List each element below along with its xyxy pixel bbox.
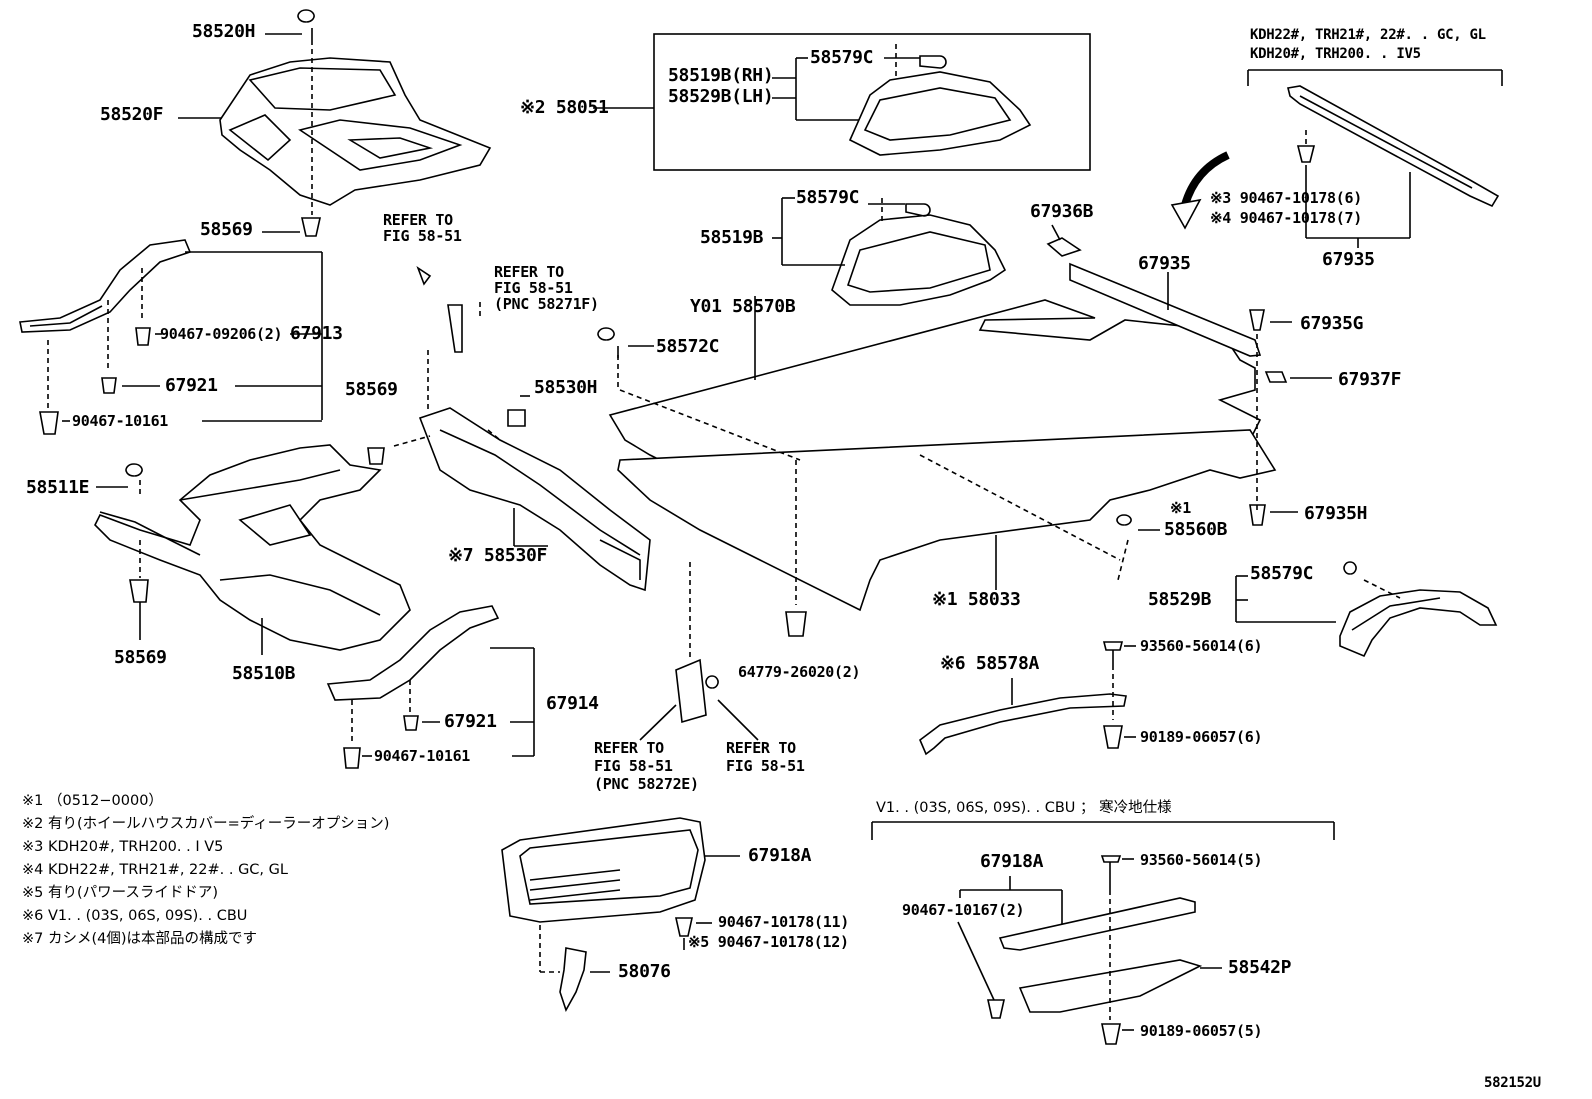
note-6: ※6 V1. . (03S, 06S, 09S). . CBU xyxy=(22,908,248,924)
refer-label-1-line1: REFER TO xyxy=(383,211,453,229)
note-3: ※3 KDH20#, TRH200. . I V5 xyxy=(22,839,224,855)
refer-label-3-line3[interactable]: (PNC 58272E) xyxy=(594,775,699,793)
label-58542P[interactable]: 58542P xyxy=(1228,957,1292,978)
label-58519B-RH[interactable]: 58519B(RH) xyxy=(668,65,774,86)
label-67935H[interactable]: 67935H xyxy=(1304,503,1368,524)
label-67913[interactable]: 67913 xyxy=(290,323,343,344)
header-v1-cold-region: V1. . (03S, 06S, 09S). . CBU ； 寒冷地仕様 xyxy=(876,800,1172,816)
label-58578A[interactable]: ※6 58578A xyxy=(940,653,1040,674)
label-58529B[interactable]: 58529B xyxy=(1148,589,1212,610)
label-58519B[interactable]: 58519B xyxy=(700,227,764,248)
label-58569-a[interactable]: 58569 xyxy=(200,219,253,240)
label-90467-09206[interactable]: 90467-09206(2) xyxy=(160,325,283,343)
refer-label-1-line2[interactable]: FIG 58-51 xyxy=(383,227,462,245)
label-58579C-b[interactable]: 58579C xyxy=(796,187,860,208)
label-67935-b[interactable]: 67935 xyxy=(1322,249,1375,270)
note-2: ※2 有り(ホイールハウスカバー=ディーラーオプション) xyxy=(22,816,390,832)
refer-label-3-line2[interactable]: FIG 58-51 xyxy=(594,757,673,775)
label-67937F[interactable]: 67937F xyxy=(1338,369,1402,390)
label-58511E[interactable]: 58511E xyxy=(26,477,90,498)
label-58510B[interactable]: 58510B xyxy=(232,663,296,684)
label-90189-06057-5[interactable]: 90189-06057(5) xyxy=(1140,1022,1263,1040)
label-58569-c[interactable]: 58569 xyxy=(114,647,167,668)
label-90467-10167[interactable]: 90467-10167(2) xyxy=(902,901,1025,919)
label-67914[interactable]: 67914 xyxy=(546,693,599,714)
refer-label-4-line2[interactable]: FIG 58-51 xyxy=(726,757,805,775)
header-model-right-line2: KDH20#, TRH200. . IV5 xyxy=(1250,46,1421,62)
header-model-right-line1: KDH22#, TRH21#, 22#. . GC, GL xyxy=(1250,27,1486,43)
label-58579C-c[interactable]: 58579C xyxy=(1250,563,1314,584)
note-5: ※5 有り(パワースライドドア) xyxy=(22,885,219,901)
label-67918A-b[interactable]: 67918A xyxy=(980,851,1044,872)
note-7: ※7 カシメ(4個)は本部品の構成です xyxy=(22,931,258,947)
label-58560B-mark: ※1 xyxy=(1170,499,1191,517)
note-1: ※1 （0512−0000） xyxy=(22,793,163,809)
label-93560-56014-6[interactable]: 93560-56014(6) xyxy=(1140,637,1263,655)
label-67935-a[interactable]: 67935 xyxy=(1138,253,1191,274)
refer-label-4-line1: REFER TO xyxy=(726,739,796,757)
label-90467-10178-12[interactable]: ※5 90467-10178(12) xyxy=(688,933,849,951)
refer-label-2-line2[interactable]: FIG 58-51 xyxy=(494,279,573,297)
label-58530H[interactable]: 58530H xyxy=(534,377,598,398)
label-93560-56014-5[interactable]: 93560-56014(5) xyxy=(1140,851,1263,869)
label-67935G[interactable]: 67935G xyxy=(1300,313,1364,334)
label-64779-26020[interactable]: 64779-26020(2) xyxy=(738,663,861,681)
label-90467-10178-11[interactable]: 90467-10178(11) xyxy=(718,913,849,931)
label-58033[interactable]: ※1 58033 xyxy=(932,589,1021,610)
label-58051[interactable]: ※2 58051 xyxy=(520,97,609,118)
label-67918A-a[interactable]: 67918A xyxy=(748,845,812,866)
refer-label-3-line1: REFER TO xyxy=(594,739,664,757)
label-58579C-a[interactable]: 58579C xyxy=(810,47,874,68)
label-58560B[interactable]: 58560B xyxy=(1164,519,1228,540)
label-67921-a[interactable]: 67921 xyxy=(165,375,218,396)
label-90467-10178-6[interactable]: ※3 90467-10178(6) xyxy=(1210,189,1362,207)
label-58520F[interactable]: 58520F xyxy=(100,104,164,125)
floor-mat-front-upper xyxy=(219,57,492,206)
label-58529B-LH[interactable]: 58529B(LH) xyxy=(668,86,774,107)
label-67921-b[interactable]: 67921 xyxy=(444,711,497,732)
note-4: ※4 KDH22#, TRH21#, 22#. . GC, GL xyxy=(22,862,288,878)
refer-label-2-line3[interactable]: (PNC 58271F) xyxy=(494,295,599,313)
label-58520H[interactable]: 58520H xyxy=(192,21,256,42)
label-90467-10161-b[interactable]: 90467-10161 xyxy=(374,747,471,765)
label-90467-10178-7[interactable]: ※4 90467-10178(7) xyxy=(1210,209,1362,227)
label-58076[interactable]: 58076 xyxy=(618,961,671,982)
label-58530F[interactable]: ※7 58530F xyxy=(448,545,548,566)
label-90467-10161-a[interactable]: 90467-10161 xyxy=(72,412,169,430)
label-58569-b[interactable]: 58569 xyxy=(345,379,398,400)
label-67936B[interactable]: 67936B xyxy=(1030,201,1094,222)
refer-label-2-line1: REFER TO xyxy=(494,263,564,281)
figure-number: 582152U xyxy=(1484,1075,1541,1091)
label-58570B[interactable]: Y01 58570B xyxy=(690,296,796,317)
label-90189-06057-6[interactable]: 90189-06057(6) xyxy=(1140,728,1263,746)
label-58572C[interactable]: 58572C xyxy=(656,336,720,357)
